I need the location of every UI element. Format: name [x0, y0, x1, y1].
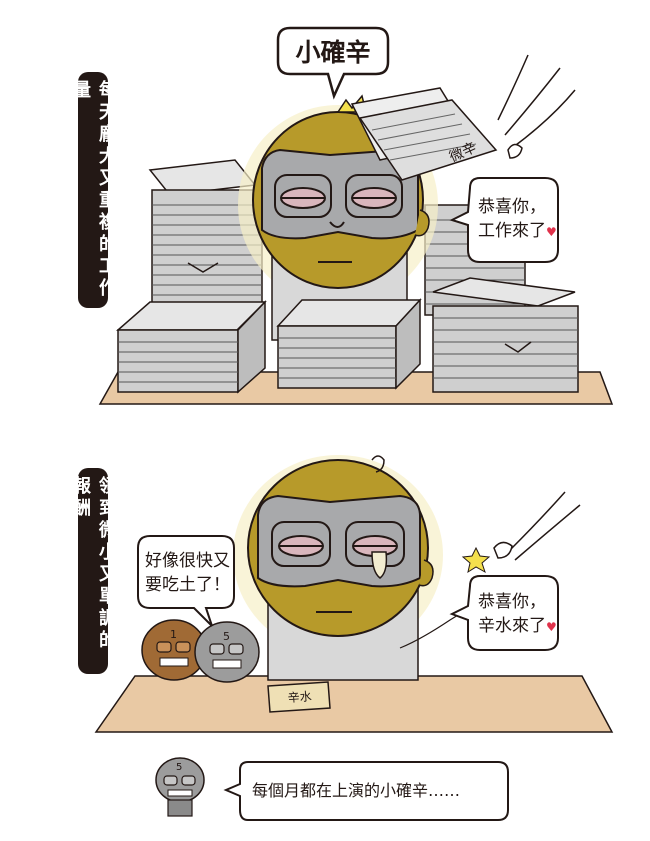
- salary-envelope: [267, 681, 331, 713]
- hand-icon: [507, 143, 523, 159]
- speech-panel1-line1: 恭喜你，: [478, 197, 546, 217]
- title-bubble-shape: [276, 26, 390, 100]
- footer-speech-text: 每個月都在上演的小確辛……: [252, 781, 461, 800]
- desk-2: [94, 675, 614, 733]
- coin-characters: [141, 619, 260, 683]
- speech-panel2-right-line1: 恭喜你，: [478, 592, 546, 612]
- paper-stack-front-left: [116, 300, 267, 394]
- speech-panel2-right-line2-wrap: 辛水來了♥: [478, 614, 558, 639]
- hand-icon-2: [493, 541, 513, 559]
- coin-right-number: 5: [223, 630, 230, 643]
- tear-icon: [371, 551, 388, 579]
- panel1-side-label: 每天龐大又重複的工作量: [70, 72, 117, 308]
- paper-stack-front-middle: [276, 298, 422, 390]
- footer-character: [155, 757, 205, 817]
- speech-bubble-panel2-left: [137, 535, 235, 627]
- speech-bubble-panel1: [449, 177, 559, 263]
- speech-panel2-right-text: 恭喜你， 辛水來了♥: [478, 590, 558, 639]
- motion-lines-2: [509, 491, 581, 561]
- spark-icon-2: [461, 546, 491, 574]
- footer-speech-bubble: [223, 761, 509, 821]
- title-text: 小確辛: [295, 38, 371, 67]
- speech-panel1-line2: 工作來了: [478, 221, 546, 241]
- speech-panel2-left-line2: 要吃土了！: [145, 575, 230, 595]
- heart-icon: ♥: [546, 225, 557, 239]
- speech-panel2-left-text: 好像很快又 要吃土了！: [145, 549, 237, 597]
- speech-panel2-right-line2: 辛水來了: [478, 616, 546, 636]
- heart-icon-2: ♥: [546, 620, 557, 634]
- envelope-text: 辛水: [287, 689, 312, 705]
- flying-papers: [350, 87, 498, 181]
- footer-character-number: 5: [176, 762, 182, 773]
- character-panel2: [233, 455, 443, 681]
- coin-left-number: 1: [170, 628, 177, 641]
- speech-panel2-left-line1: 好像很快又: [145, 551, 230, 571]
- paper-stack-front-right: [432, 277, 579, 393]
- motion-lines: [497, 54, 576, 149]
- panel2-side-label: 領到微小又單調的報酬: [70, 468, 117, 674]
- speech-bubble-panel2-right: [449, 575, 559, 651]
- speech-panel1-line2-wrap: 工作來了♥: [478, 219, 558, 244]
- speech-panel1-text: 恭喜你， 工作來了♥: [478, 195, 558, 244]
